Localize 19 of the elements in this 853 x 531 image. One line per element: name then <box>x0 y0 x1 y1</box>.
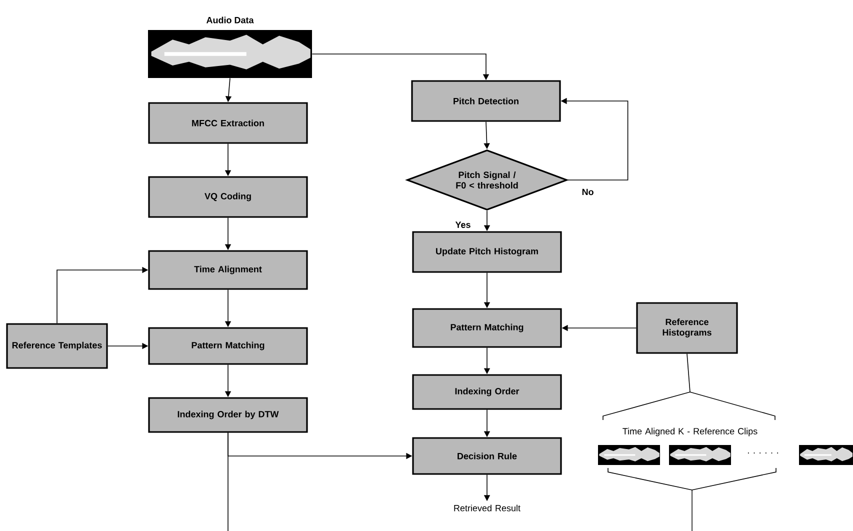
result-text: Retrieved Result <box>454 504 520 512</box>
process-box: Time Alignment <box>148 250 308 290</box>
process-box: Reference Histograms <box>636 302 738 354</box>
process-box: Decision Rule <box>412 437 562 475</box>
process-box: VQ Coding <box>148 176 308 218</box>
heading: Audio Data <box>206 16 254 24</box>
process-box: MFCC Extraction <box>148 102 308 144</box>
process-box: Update Pitch Histogram <box>412 231 562 273</box>
process-box: Indexing Order by DTW <box>148 397 308 433</box>
edge-label: No <box>580 188 595 196</box>
process-box: Reference Templates <box>6 323 108 369</box>
picture <box>799 445 853 465</box>
edge-label: Yes <box>454 220 472 229</box>
process-box: Pattern Matching <box>148 327 308 365</box>
process-box: Pattern Matching <box>412 308 562 348</box>
picture <box>598 445 660 465</box>
process-box: Indexing Order <box>412 374 562 410</box>
process-box: Pitch Detection <box>411 80 561 122</box>
dots: . . . . . . <box>748 452 778 454</box>
